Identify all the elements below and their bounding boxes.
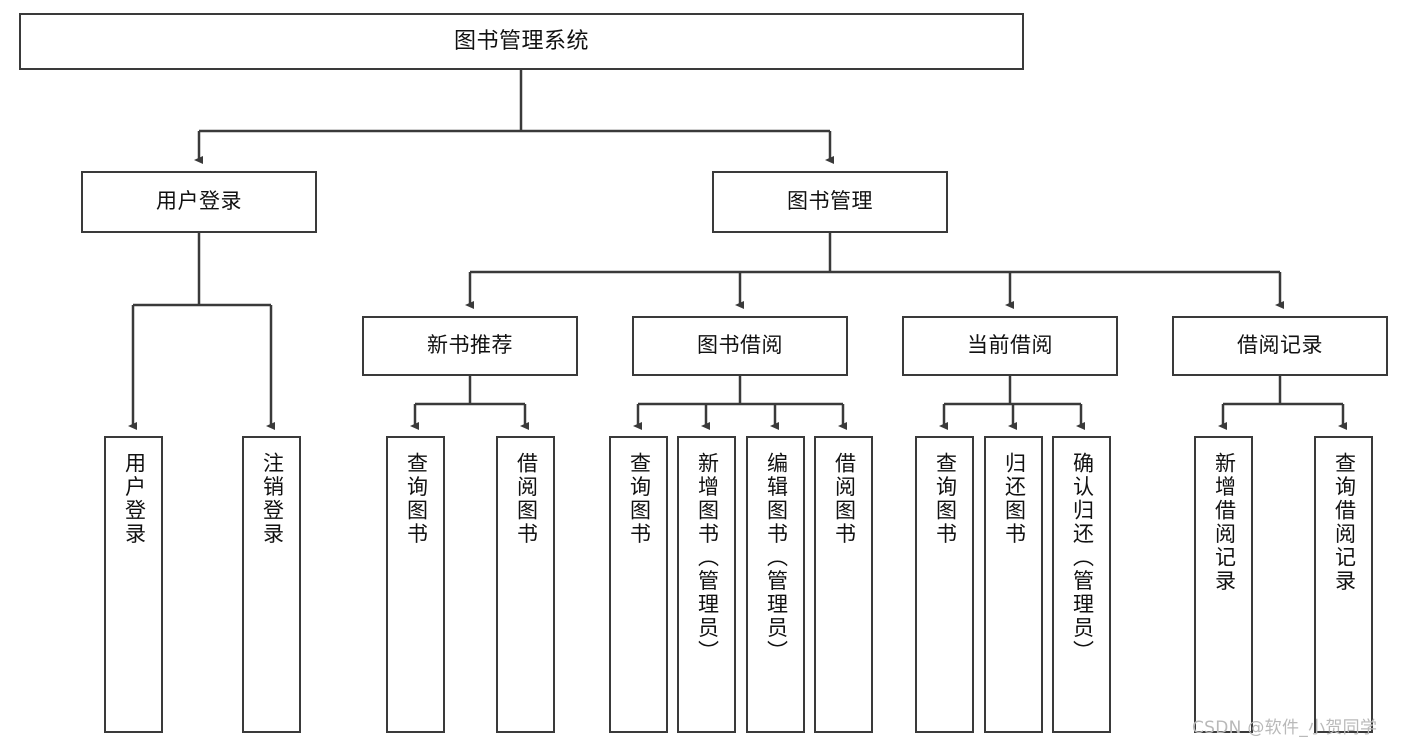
node-label: 查询图书 <box>404 452 429 546</box>
node-new-book-recommend[interactable]: 新书推荐 <box>362 316 578 376</box>
node-label: 图书管理系统 <box>453 28 589 54</box>
node-leaf-query-record[interactable]: 查询借阅记录 <box>1314 436 1373 733</box>
node-leaf-query-book-3[interactable]: 查询图书 <box>915 436 974 733</box>
csdn-watermark: CSDN @软件_小贺同学 <box>1192 718 1378 738</box>
node-leaf-user-login[interactable]: 用户登录 <box>104 436 163 733</box>
node-label: 新增借阅记录 <box>1212 452 1237 593</box>
node-label: 借阅记录 <box>1237 333 1323 358</box>
node-label: 图书借阅 <box>697 333 783 358</box>
node-label: 当前借阅 <box>967 333 1053 358</box>
node-current-borrow[interactable]: 当前借阅 <box>902 316 1118 376</box>
node-label: 查询图书 <box>933 452 958 546</box>
node-root-book-management-system[interactable]: 图书管理系统 <box>19 13 1024 70</box>
node-borrow-record[interactable]: 借阅记录 <box>1172 316 1388 376</box>
node-leaf-add-record[interactable]: 新增借阅记录 <box>1194 436 1253 733</box>
node-leaf-borrow-book-2[interactable]: 借阅图书 <box>814 436 873 733</box>
node-label: 注销登录 <box>260 452 285 546</box>
node-leaf-borrow-book-1[interactable]: 借阅图书 <box>496 436 555 733</box>
node-book-borrow[interactable]: 图书借阅 <box>632 316 848 376</box>
node-leaf-confirm-return[interactable]: 确认归还（管理员） <box>1052 436 1111 733</box>
node-label: 新增图书（管理员） <box>695 452 720 664</box>
node-leaf-query-book-2[interactable]: 查询图书 <box>609 436 668 733</box>
node-label: 用户登录 <box>156 189 242 214</box>
node-label: 确认归还（管理员） <box>1070 452 1095 664</box>
node-book-management[interactable]: 图书管理 <box>712 171 948 233</box>
node-user-login[interactable]: 用户登录 <box>81 171 317 233</box>
node-label: 借阅图书 <box>832 452 857 546</box>
node-label: 查询图书 <box>627 452 652 546</box>
node-leaf-edit-book[interactable]: 编辑图书（管理员） <box>746 436 805 733</box>
node-leaf-logout-login[interactable]: 注销登录 <box>242 436 301 733</box>
node-label: 图书管理 <box>787 189 873 214</box>
node-label: 借阅图书 <box>514 452 539 546</box>
node-label: 用户登录 <box>122 452 147 546</box>
node-label: 查询借阅记录 <box>1332 452 1357 593</box>
node-leaf-return-book[interactable]: 归还图书 <box>984 436 1043 733</box>
node-label: 归还图书 <box>1002 452 1027 546</box>
node-label: 新书推荐 <box>427 333 513 358</box>
node-leaf-query-book-1[interactable]: 查询图书 <box>386 436 445 733</box>
node-leaf-add-book[interactable]: 新增图书（管理员） <box>677 436 736 733</box>
node-label: 编辑图书（管理员） <box>764 452 789 664</box>
